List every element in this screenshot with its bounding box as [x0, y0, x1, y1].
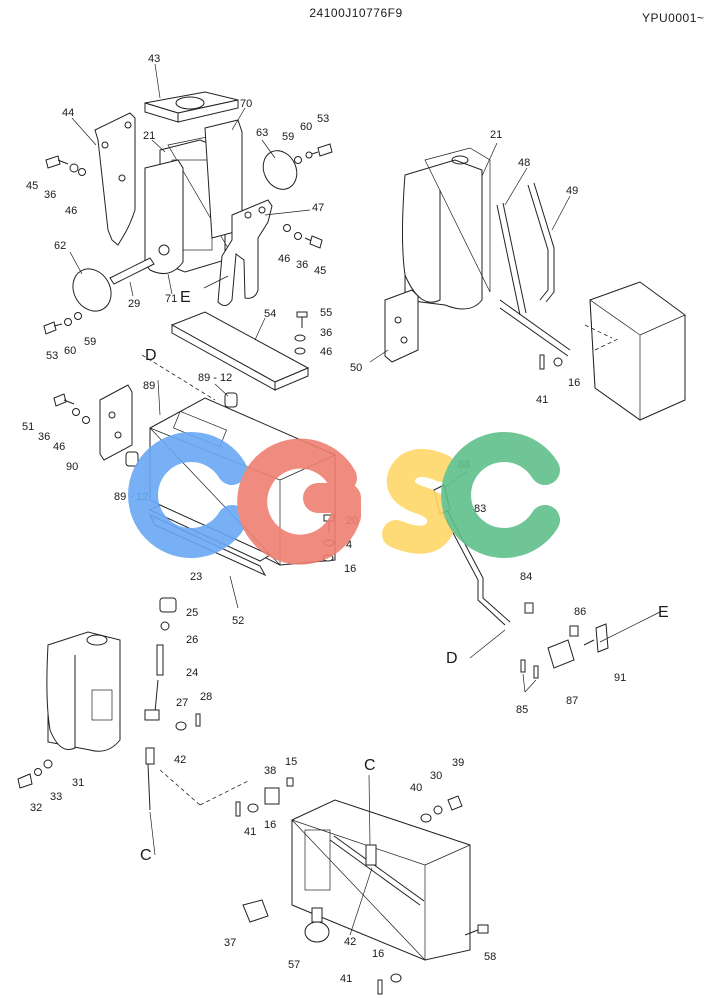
callout: 41 [244, 826, 256, 838]
callout: 70 [240, 98, 252, 110]
callout: 38 [264, 765, 276, 777]
callout: 71 [165, 293, 177, 305]
callout: 48 [518, 157, 530, 169]
callout: 30 [430, 770, 442, 782]
callout: 89 [143, 380, 155, 392]
callout: 15 [285, 756, 297, 768]
callout: 26 [186, 634, 198, 646]
callout: 21 [490, 129, 502, 141]
callout: 31 [72, 777, 84, 789]
callout: 50 [350, 362, 362, 374]
callout: 86 [574, 606, 586, 618]
callout-labels: 43 44 70 21 63 59 60 53 45 36 46 47 46 3… [22, 53, 626, 985]
callout: 36 [320, 327, 332, 339]
callout: 44 [62, 107, 74, 119]
callout: 45 [314, 265, 326, 277]
callout: 24 [186, 667, 198, 679]
top-left-assembly [43, 63, 333, 391]
callout: 53 [46, 350, 58, 362]
callout: 58 [484, 951, 496, 963]
callout: 89 - 12 [198, 372, 232, 384]
callout: 4 [346, 539, 352, 551]
callout: 59 [84, 336, 96, 348]
callout: 60 [300, 121, 312, 133]
callout: 23 [190, 571, 202, 583]
section-marks: E D D E C C [140, 289, 669, 864]
part-code: 24100J10776F9 [309, 6, 402, 20]
callout: 52 [232, 615, 244, 627]
callout: 54 [264, 308, 276, 320]
callout: 59 [282, 131, 294, 143]
watermark-letter-s [382, 448, 456, 554]
watermark-letter-c [441, 432, 560, 558]
callout: 16 [264, 819, 276, 831]
watermark-letter-g [237, 438, 361, 565]
bottom-right-assembly [235, 774, 489, 995]
callout: 16 [568, 377, 580, 389]
callout: 47 [312, 202, 324, 214]
callout: 46 [53, 441, 65, 453]
page-code: YPU0001~ [642, 11, 704, 25]
callout: 27 [176, 697, 188, 709]
callout: 90 [66, 461, 78, 473]
callout: 46 [320, 346, 332, 358]
callout: 41 [536, 394, 548, 406]
section-mark: E [658, 604, 669, 621]
callout: 37 [224, 937, 236, 949]
callout: 36 [44, 189, 56, 201]
section-mark: C [140, 847, 152, 864]
callout: 49 [566, 185, 578, 197]
callout: 45 [26, 180, 38, 192]
callout: 87 [566, 695, 578, 707]
callout: 84 [520, 571, 532, 583]
section-mark: D [446, 650, 458, 667]
callout: 41 [340, 973, 352, 985]
section-mark: C [364, 757, 376, 774]
top-right-assembly [369, 142, 686, 421]
callout: 42 [174, 754, 186, 766]
callout: 85 [516, 704, 528, 716]
callout: 29 [128, 298, 140, 310]
callout: 39 [452, 757, 464, 769]
callout: 28 [200, 691, 212, 703]
callout: 32 [30, 802, 42, 814]
callout: 55 [320, 307, 332, 319]
callout: 51 [22, 421, 34, 433]
callout: 16 [344, 563, 356, 575]
section-mark: E [180, 289, 191, 306]
callout: 63 [256, 127, 268, 139]
callout: 60 [64, 345, 76, 357]
callout: 36 [296, 259, 308, 271]
callout: 21 [143, 130, 155, 142]
callout: 40 [410, 782, 422, 794]
callout: 46 [65, 205, 77, 217]
bottom-left-assembly [17, 597, 251, 856]
callout: 57 [288, 959, 300, 971]
callout: 36 [38, 431, 50, 443]
callout: 83 [474, 503, 486, 515]
callout: 25 [186, 607, 198, 619]
watermark-letter-c [128, 432, 247, 558]
watermark-logo [128, 432, 560, 565]
callout: 42 [344, 936, 356, 948]
callout: 53 [317, 113, 329, 125]
callout: 46 [278, 253, 290, 265]
callout: 33 [50, 791, 62, 803]
section-mark: D [145, 347, 157, 364]
callout: 16 [372, 948, 384, 960]
callout: 91 [614, 672, 626, 684]
callout: 43 [148, 53, 160, 65]
callout: 62 [54, 240, 66, 252]
